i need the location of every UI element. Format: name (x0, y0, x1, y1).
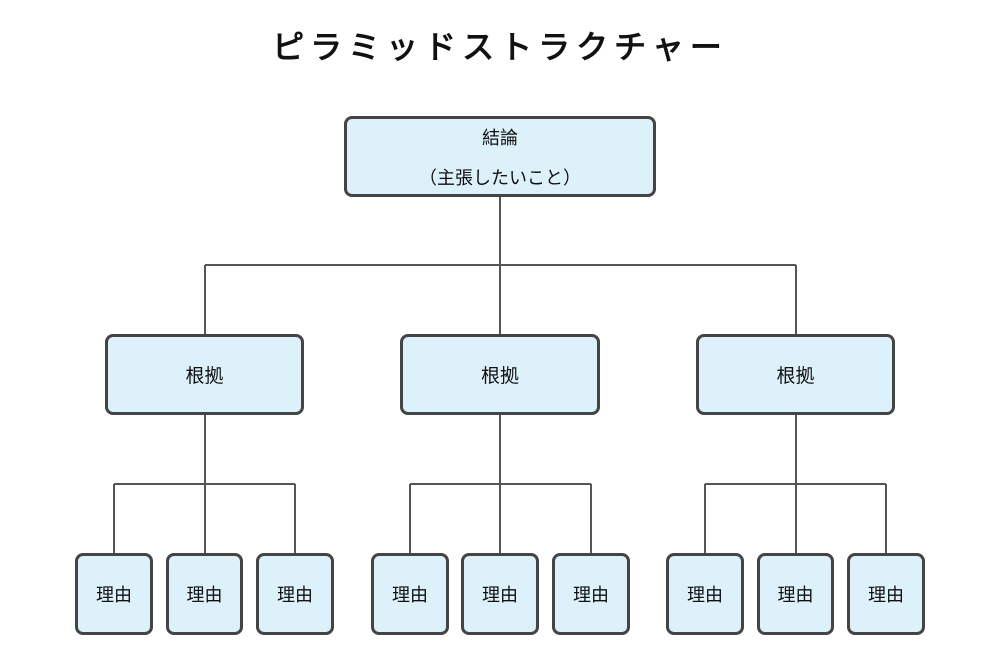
reason-box: 理由 (847, 553, 925, 635)
ground-label: 根拠 (480, 365, 519, 387)
reason-label: 理由 (482, 585, 518, 606)
reason-box: 理由 (371, 553, 449, 635)
reason-box: 理由 (166, 553, 243, 635)
ground-label: 根拠 (776, 365, 815, 387)
reason-label: 理由 (573, 585, 609, 606)
reason-box: 理由 (666, 553, 744, 635)
reason-box: 理由 (75, 553, 153, 635)
conclusion-box: 結論 （主張したいこと） (344, 116, 656, 197)
reason-label: 理由 (277, 585, 313, 606)
reason-label: 理由 (186, 585, 223, 606)
reason-box: 理由 (757, 553, 834, 635)
reason-label: 理由 (777, 585, 814, 606)
reason-box: 理由 (461, 553, 539, 635)
ground-box-1: 根拠 (105, 334, 304, 415)
reason-label: 理由 (868, 585, 904, 606)
ground-box-2: 根拠 (400, 334, 600, 415)
reason-box: 理由 (552, 553, 630, 635)
diagram-title: ピラミッドストラクチャー (272, 28, 728, 66)
reason-label: 理由 (687, 585, 723, 606)
reason-label: 理由 (96, 585, 132, 606)
reason-label: 理由 (392, 585, 428, 606)
conclusion-label: 結論 (482, 127, 518, 149)
reason-box: 理由 (256, 553, 334, 635)
ground-box-3: 根拠 (696, 334, 895, 415)
ground-label: 根拠 (185, 365, 224, 387)
conclusion-sublabel: （主張したいこと） (419, 167, 581, 189)
